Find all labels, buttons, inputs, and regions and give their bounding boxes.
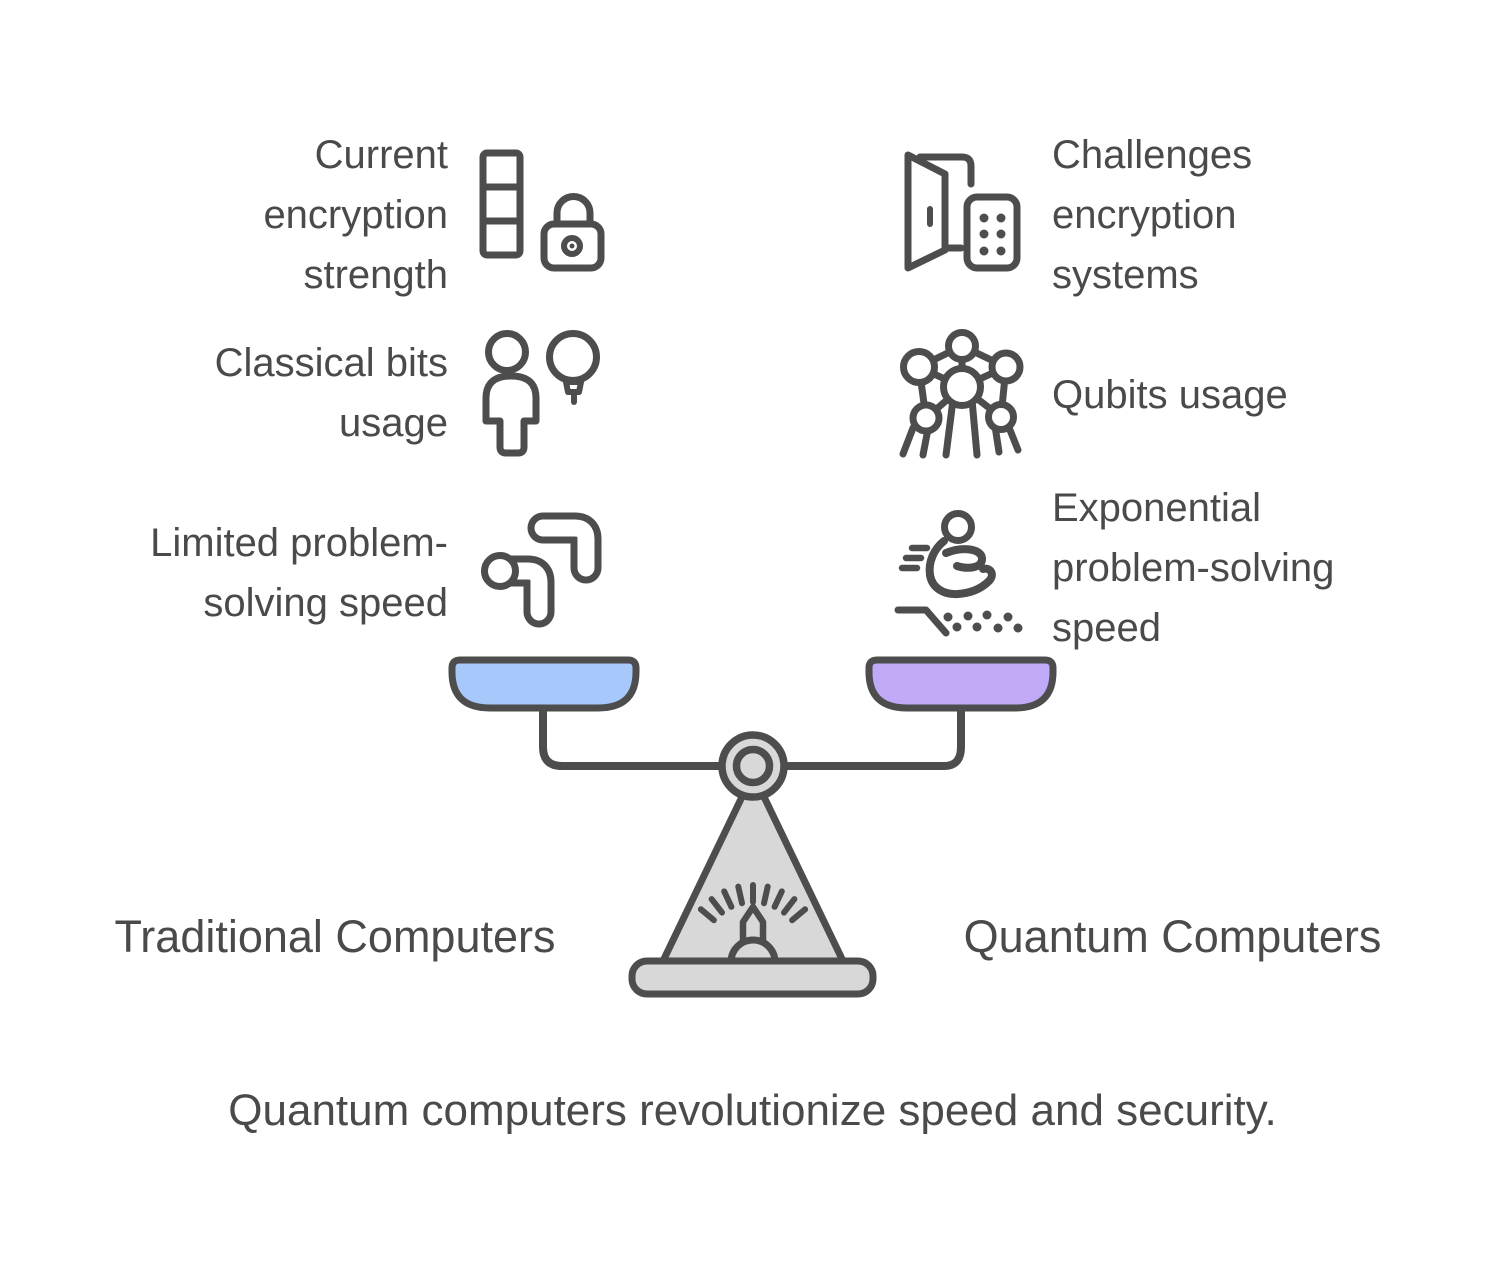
scale-gauge-ticks — [697, 882, 809, 924]
curved-arrows-icon — [481, 512, 602, 628]
feature-label-classical-bits-usage: Classical bits usage — [214, 341, 448, 445]
scale-gauge-dome — [727, 936, 779, 966]
feature-label-challenges-encryption-systems: Challenges encryption systems — [1052, 133, 1253, 297]
scale-pillar — [659, 770, 847, 965]
scale-right-pan — [865, 656, 1057, 712]
caption: Quantum computers revolutionize speed an… — [228, 1086, 1277, 1135]
speeding-person-icon — [894, 510, 1023, 637]
feature-label-qubits-usage: Qubits usage — [1052, 373, 1288, 417]
scale-gauge-needle — [739, 903, 767, 951]
person-lightbulb-icon — [482, 330, 600, 457]
scale-left-pan — [448, 656, 640, 712]
side-label-traditional-computers: Traditional Computers — [114, 911, 556, 962]
open-door-keypad-icon — [904, 151, 1021, 272]
qubit-network-icon — [899, 329, 1024, 459]
feature-label-exponential-problem-solving-speed: Exponential problem-solving speed — [1052, 486, 1335, 650]
scale-pivot — [718, 731, 788, 801]
scale-base — [628, 957, 877, 998]
strength-meter-lock-icon — [479, 149, 605, 272]
feature-label-limited-problem-solving-speed: Limited problem- solving speed — [150, 521, 448, 625]
feature-label-current-encryption-strength: Current encryption strength — [263, 133, 448, 297]
side-label-quantum-computers: Quantum Computers — [963, 911, 1382, 962]
